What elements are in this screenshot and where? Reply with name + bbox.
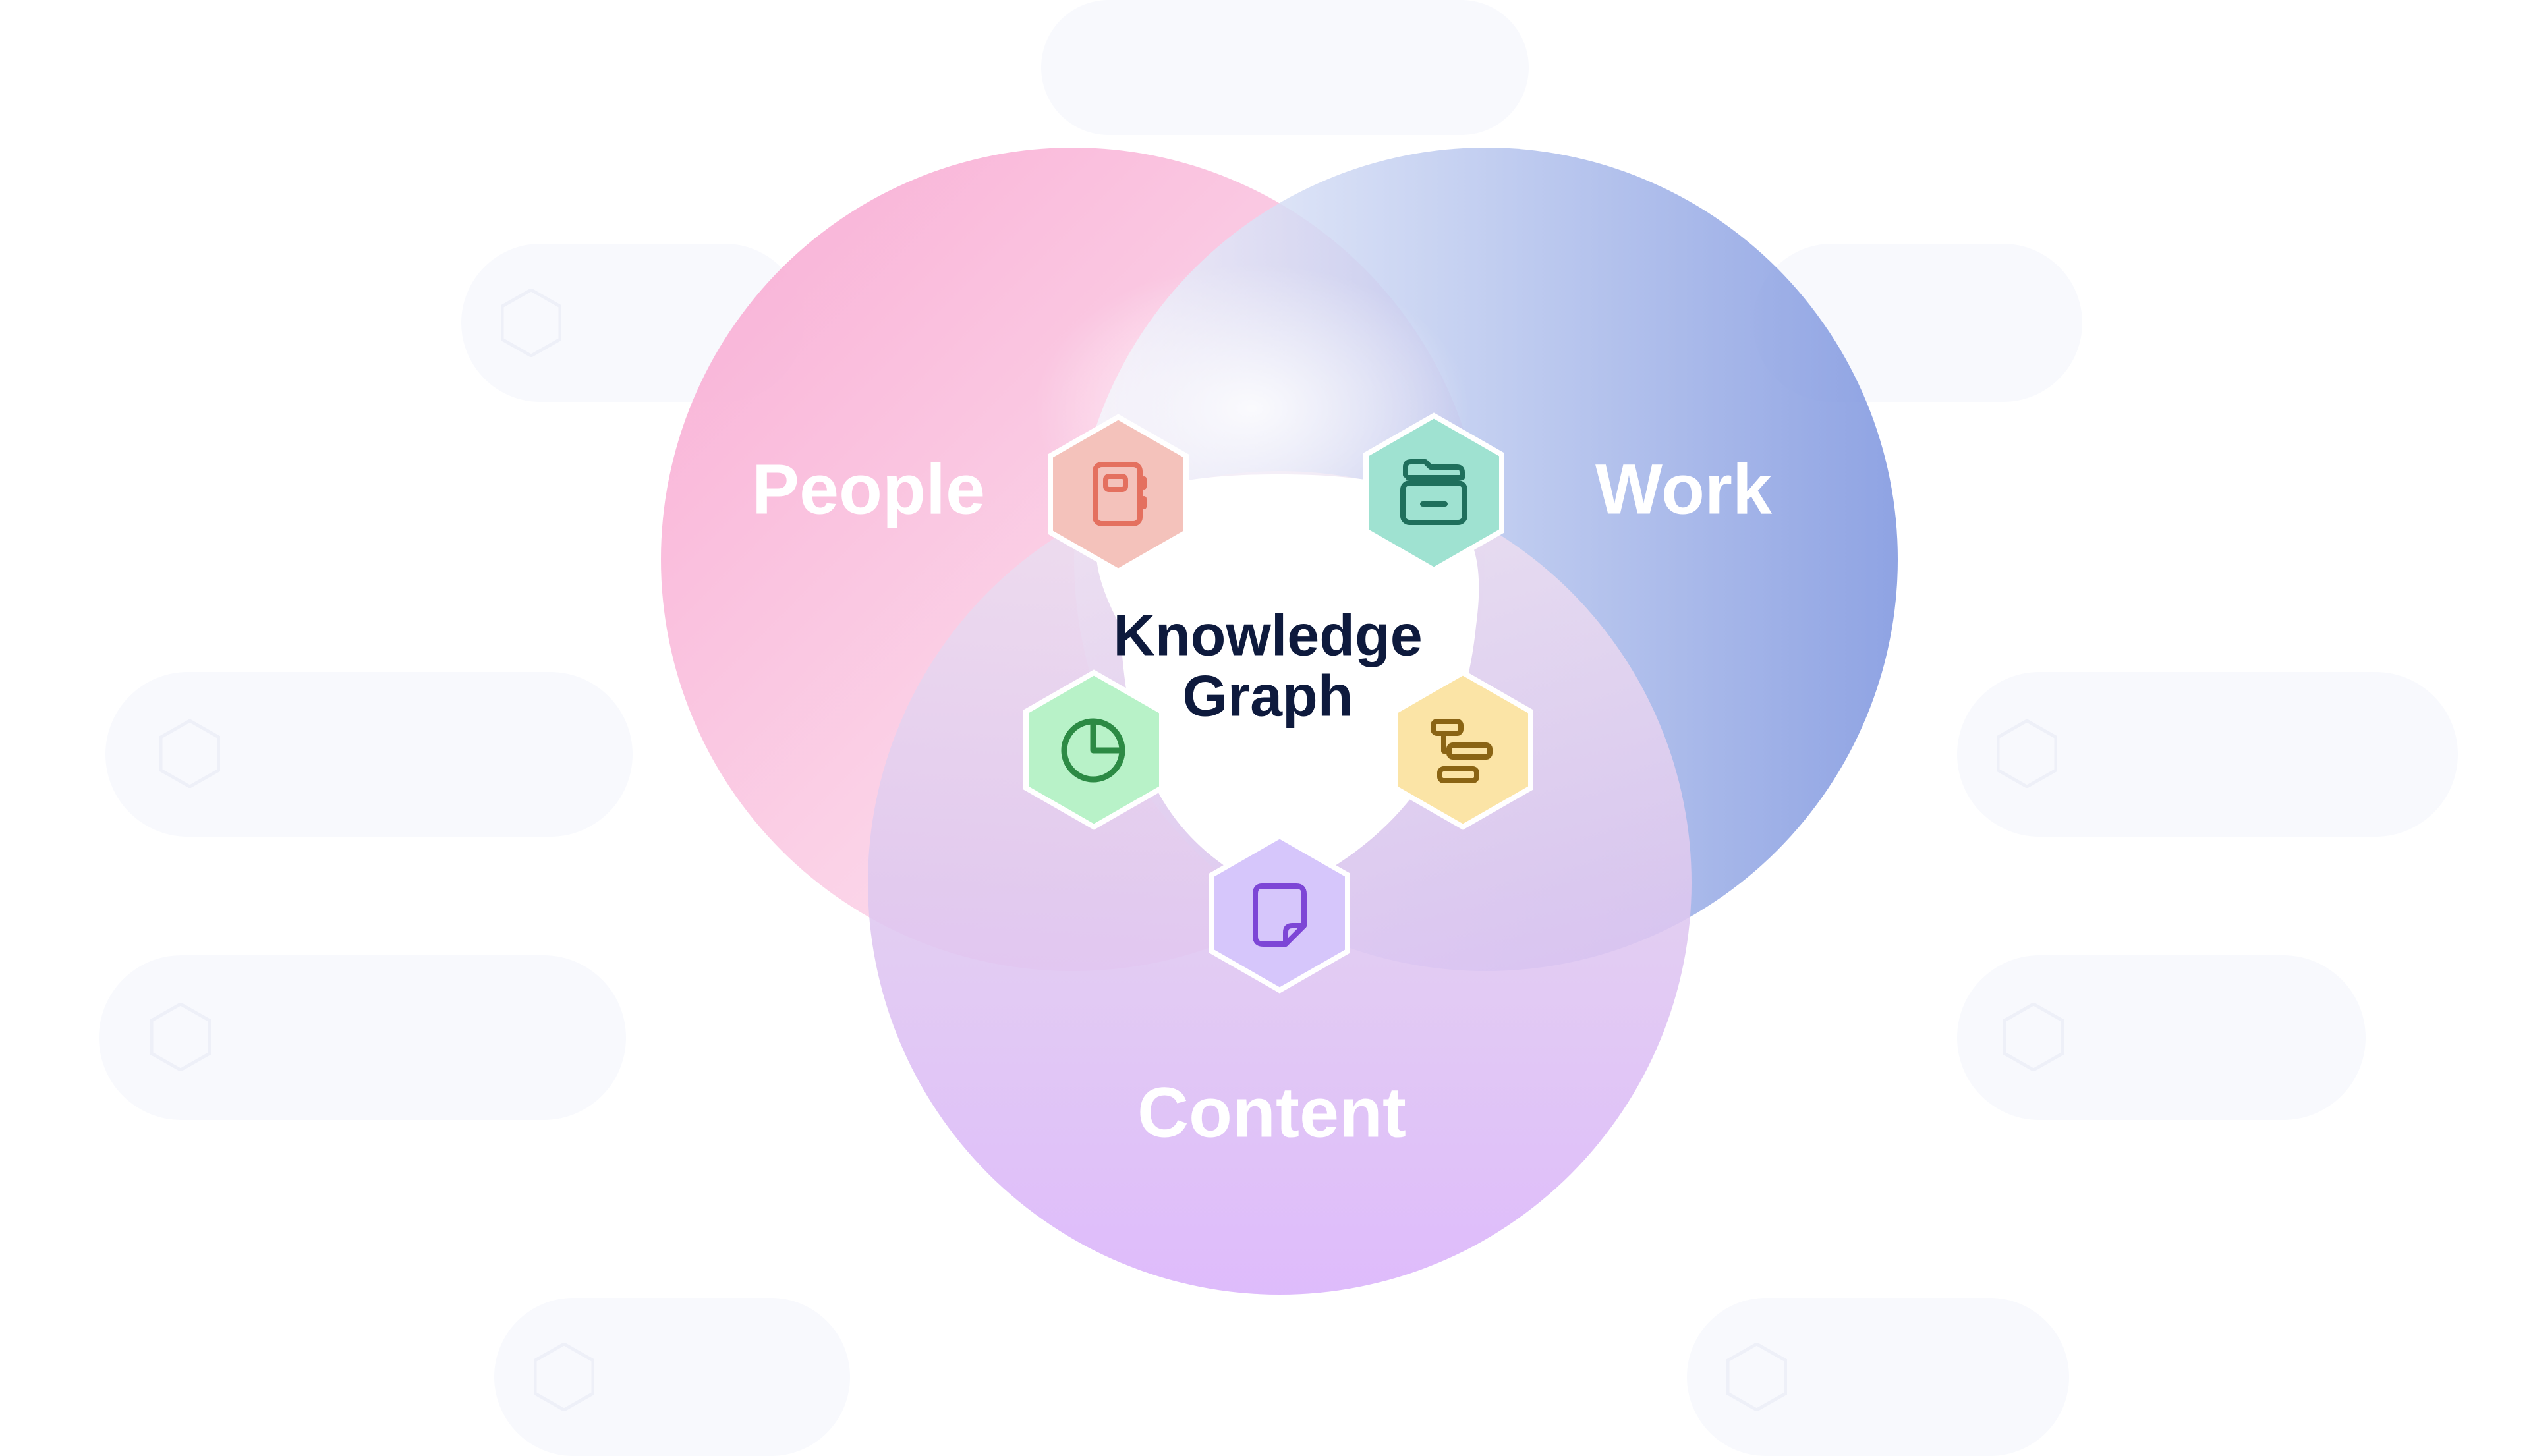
hexagon-icon [534,1343,594,1411]
notebook-hex [1046,413,1190,575]
people-label: People [751,449,986,529]
pie-chart-icon [1061,718,1125,783]
pill-middle-left [105,672,633,837]
timeline-hex [1391,669,1535,831]
notebook-icon [1093,462,1147,526]
hexagon-icon [501,289,561,357]
pie-chart-hex [1022,669,1166,831]
pill-lower-right [1957,955,2366,1120]
document-icon [1253,883,1307,947]
pill-top-center [1041,0,1529,135]
center-title: Knowledge Graph [1113,605,1422,725]
folder-hex [1362,412,1506,574]
hexagon-icon [1997,719,2057,788]
work-label: Work [1595,449,1773,529]
center-title-line1: Knowledge [1113,602,1423,668]
hexagon-icon [159,719,220,788]
document-hex [1208,832,1351,994]
pill-lower-left [99,955,626,1120]
folder-icon [1400,459,1467,525]
pill-middle-right [1957,672,2458,837]
center-title-line2: Graph [1182,663,1353,728]
hexagon-icon [150,1003,211,1071]
center-blob [1096,474,1479,896]
hexagon-icon [1726,1343,1787,1411]
hexagon-icon [2003,1003,2064,1071]
content-label: Content [1137,1072,1406,1152]
timeline-icon [1431,719,1493,783]
